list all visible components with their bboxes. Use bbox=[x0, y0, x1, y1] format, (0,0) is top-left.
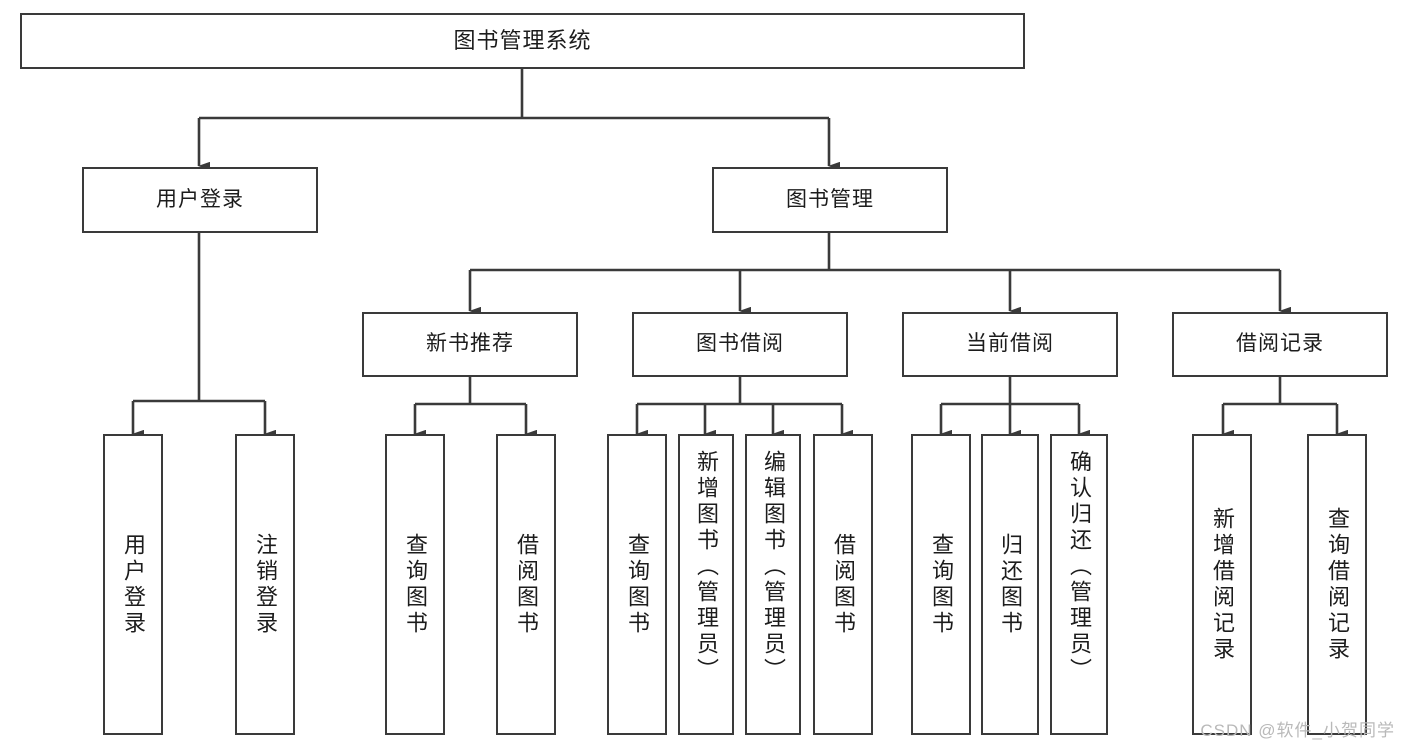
leaf-borrow-book-2[interactable]: 借阅图书 bbox=[813, 434, 873, 735]
leaf-edit-book[interactable]: 编辑图书（管理员） bbox=[745, 434, 801, 735]
leaf-user-login-label: 用户登录 bbox=[121, 532, 146, 637]
leaf-user-login[interactable]: 用户登录 bbox=[103, 434, 163, 735]
leaf-borrow-book-1-label: 借阅图书 bbox=[514, 532, 539, 637]
leaf-user-logout-label: 注销登录 bbox=[253, 532, 278, 637]
leaf-add-record-label: 新增借阅记录 bbox=[1210, 506, 1235, 663]
leaf-query-book-2-label: 查询图书 bbox=[625, 532, 650, 637]
leaf-query-book-3[interactable]: 查询图书 bbox=[911, 434, 971, 735]
leaf-borrow-book-2-label: 借阅图书 bbox=[831, 532, 856, 637]
node-book-management[interactable]: 图书管理 bbox=[712, 167, 948, 233]
leaf-query-book-2[interactable]: 查询图书 bbox=[607, 434, 667, 735]
leaf-confirm-return-label: 确认归还（管理员） bbox=[1067, 450, 1092, 684]
node-new-book-recommend-label: 新书推荐 bbox=[426, 332, 514, 356]
node-root-label: 图书管理系统 bbox=[453, 28, 592, 54]
leaf-add-book-label: 新增图书（管理员） bbox=[694, 450, 719, 684]
leaf-query-book-1[interactable]: 查询图书 bbox=[385, 434, 445, 735]
leaf-user-logout[interactable]: 注销登录 bbox=[235, 434, 295, 735]
node-borrow-record-label: 借阅记录 bbox=[1236, 332, 1324, 356]
node-book-borrow-label: 图书借阅 bbox=[696, 332, 784, 356]
leaf-return-book[interactable]: 归还图书 bbox=[981, 434, 1039, 735]
node-user-login-label: 用户登录 bbox=[156, 187, 244, 211]
node-current-borrow-label: 当前借阅 bbox=[966, 332, 1054, 356]
node-root[interactable]: 图书管理系统 bbox=[20, 13, 1025, 69]
leaf-confirm-return[interactable]: 确认归还（管理员） bbox=[1050, 434, 1108, 735]
leaf-query-book-1-label: 查询图书 bbox=[403, 532, 428, 637]
node-user-login[interactable]: 用户登录 bbox=[82, 167, 318, 233]
leaf-query-book-3-label: 查询图书 bbox=[929, 532, 954, 637]
node-current-borrow[interactable]: 当前借阅 bbox=[902, 312, 1118, 377]
leaf-edit-book-label: 编辑图书（管理员） bbox=[761, 450, 786, 684]
node-new-book-recommend[interactable]: 新书推荐 bbox=[362, 312, 578, 377]
leaf-query-record-label: 查询借阅记录 bbox=[1325, 506, 1350, 663]
leaf-borrow-book-1[interactable]: 借阅图书 bbox=[496, 434, 556, 735]
leaf-add-record[interactable]: 新增借阅记录 bbox=[1192, 434, 1252, 735]
leaf-add-book[interactable]: 新增图书（管理员） bbox=[678, 434, 734, 735]
node-borrow-record[interactable]: 借阅记录 bbox=[1172, 312, 1388, 377]
node-book-management-label: 图书管理 bbox=[786, 187, 874, 211]
leaf-query-record[interactable]: 查询借阅记录 bbox=[1307, 434, 1367, 735]
leaf-return-book-label: 归还图书 bbox=[998, 532, 1023, 637]
node-book-borrow[interactable]: 图书借阅 bbox=[632, 312, 848, 377]
